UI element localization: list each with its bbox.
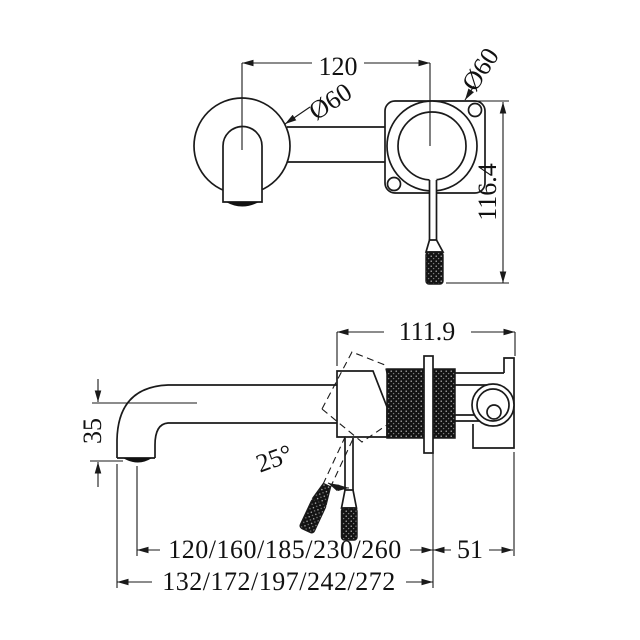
handle-neck — [424, 239, 445, 253]
dim-center-distance: 120 — [241, 52, 431, 150]
dim-center-distance-label: 120 — [319, 52, 358, 81]
dim-handle-drop-label: 116.4 — [473, 163, 502, 221]
handle-lever-rotated — [299, 436, 354, 534]
inwall-body — [455, 357, 515, 449]
connecting-bar — [287, 126, 385, 163]
knurled-body — [386, 368, 456, 439]
cartridge-housing — [336, 370, 388, 438]
screw-hole-bottom-left — [386, 176, 402, 192]
handle-knurl — [425, 251, 444, 285]
dim-reach-aerator: 120/160/185/230/260 — [137, 535, 433, 564]
dim-handle-drop: 116.4 — [446, 100, 509, 284]
dim-reach-overall: 132/172/197/242/272 — [117, 567, 433, 596]
dim-wall-section: 51 — [433, 535, 513, 564]
dim-spout-drop-label: 35 — [78, 418, 107, 444]
dim-body-depth: 111.9 — [336, 317, 516, 366]
mixer-flange-inner — [397, 111, 467, 181]
side-view: 111.9 35 25° 120/160/185/230/260 — [78, 317, 516, 596]
wall-flange — [423, 355, 434, 454]
extension-lines — [116, 452, 515, 588]
handle-lever-knurl — [340, 507, 358, 541]
aerator-outlet — [123, 458, 152, 463]
spout-nose — [222, 125, 263, 203]
dim-reach-overall-label: 132/172/197/242/272 — [162, 567, 395, 596]
aerator — [226, 202, 259, 207]
dim-reach-aerator-label: 120/160/185/230/260 — [168, 535, 401, 564]
dim-spout-drop: 35 — [78, 379, 197, 487]
dim-wall-section-label: 51 — [457, 535, 483, 564]
handle-stem — [424, 179, 445, 285]
supply-connection-port — [486, 404, 502, 420]
handle-lever — [340, 438, 358, 541]
dim-body-depth-label: 111.9 — [399, 317, 456, 346]
spout-profile — [116, 384, 337, 463]
screw-hole-top-right — [467, 102, 483, 118]
